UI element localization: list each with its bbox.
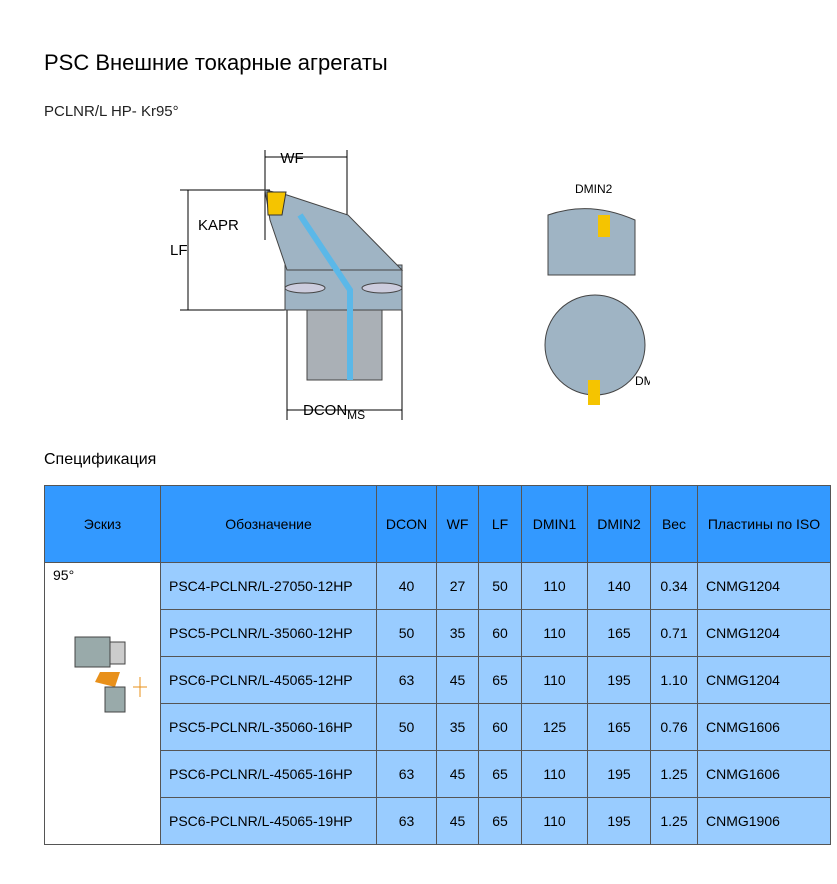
dmin2-cell: 195: [587, 750, 651, 798]
dmin2-cell: 165: [587, 703, 651, 751]
col-dmin2: DMIN2: [587, 485, 651, 563]
dcon-cell: 50: [376, 703, 437, 751]
designation-cell: PSC4-PCLNR/L-27050-12HP: [160, 562, 377, 610]
col-dmin1: DMIN1: [521, 485, 588, 563]
dcon-label: DCONMS: [303, 402, 365, 422]
kapr-label: KAPR: [198, 217, 239, 234]
dmin-diagram: DMIN2 DMIN1: [544, 182, 650, 405]
designation-cell: PSC5-PCLNR/L-35060-12HP: [160, 609, 377, 657]
dmin1-cell: 110: [521, 797, 588, 845]
weight-cell: 0.34: [650, 562, 698, 610]
col-dcon: DCON: [376, 485, 437, 563]
lf-cell: 65: [478, 797, 522, 845]
sketch-icon: [74, 636, 147, 713]
col-wf: WF: [436, 485, 479, 563]
dmin2-cell: 195: [587, 656, 651, 704]
dmin2-label: DMIN2: [575, 182, 613, 196]
weight-cell: 1.25: [650, 797, 698, 845]
weight-cell: 0.71: [650, 609, 698, 657]
dmin1-cell: 110: [521, 609, 588, 657]
wf-cell: 45: [436, 750, 479, 798]
col-lf: LF: [478, 485, 522, 563]
lf-label: LF: [170, 242, 188, 259]
spec-title: Спецификация: [44, 451, 157, 468]
sketch-angle: 95°: [53, 567, 75, 583]
dmin1-cell: 125: [521, 703, 588, 751]
wf-cell: 35: [436, 609, 479, 657]
lf-cell: 65: [478, 656, 522, 704]
col-designation: Обозначение: [160, 485, 377, 563]
wf-cell: 27: [436, 562, 479, 610]
iso-cell: CNMG1606: [697, 750, 831, 798]
dmin1-cell: 110: [521, 750, 588, 798]
iso-cell: CNMG1906: [697, 797, 831, 845]
tool-diagram: WF KAPR LF DCONMS: [170, 150, 404, 422]
dmin1-label: DMIN1: [635, 374, 650, 388]
dcon-cell: 63: [376, 750, 437, 798]
wf-cell: 45: [436, 656, 479, 704]
lf-cell: 50: [478, 562, 522, 610]
wf-cell: 45: [436, 797, 479, 845]
dmin1-cell: 110: [521, 562, 588, 610]
dmin2-cell: 195: [587, 797, 651, 845]
dcon-cell: 63: [376, 656, 437, 704]
col-iso: Пластины по ISO: [697, 485, 831, 563]
lf-cell: 60: [478, 609, 522, 657]
dmin2-cell: 165: [587, 609, 651, 657]
iso-cell: CNMG1204: [697, 609, 831, 657]
sketch-cell: 95°: [44, 562, 161, 845]
lf-cell: 60: [478, 703, 522, 751]
iso-cell: CNMG1606: [697, 703, 831, 751]
col-weight: Вес: [650, 485, 698, 563]
col-sketch: Эскиз: [44, 485, 161, 563]
lf-cell: 65: [478, 750, 522, 798]
dcon-cell: 63: [376, 797, 437, 845]
spec-table: Эскиз Обозначение DCON WF LF DMIN1 DMIN2…: [44, 485, 831, 845]
weight-cell: 1.10: [650, 656, 698, 704]
weight-cell: 0.76: [650, 703, 698, 751]
iso-cell: CNMG1204: [697, 562, 831, 610]
subtitle: PCLNR/L HP- Kr95°: [44, 103, 179, 120]
iso-cell: CNMG1204: [697, 656, 831, 704]
designation-cell: PSC5-PCLNR/L-35060-16HP: [160, 703, 377, 751]
designation-cell: PSC6-PCLNR/L-45065-19HP: [160, 797, 377, 845]
dcon-cell: 40: [376, 562, 437, 610]
designation-cell: PSC6-PCLNR/L-45065-16HP: [160, 750, 377, 798]
page-title: PSC Внешние токарные агрегаты: [44, 50, 388, 75]
designation-cell: PSC6-PCLNR/L-45065-12HP: [160, 656, 377, 704]
table-header: Эскиз Обозначение DCON WF LF DMIN1 DMIN2…: [44, 485, 831, 563]
weight-cell: 1.25: [650, 750, 698, 798]
wf-cell: 35: [436, 703, 479, 751]
dmin2-cell: 140: [587, 562, 651, 610]
dcon-cell: 50: [376, 609, 437, 657]
dmin1-cell: 110: [521, 656, 588, 704]
wf-label: WF: [280, 150, 303, 167]
